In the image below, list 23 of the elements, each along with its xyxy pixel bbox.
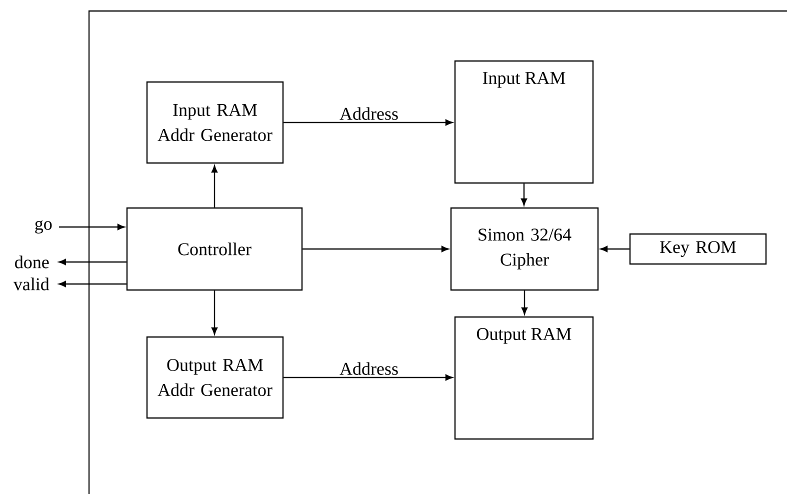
signal-name: done xyxy=(15,256,49,268)
arrow xyxy=(284,374,453,381)
arrow xyxy=(58,280,126,288)
arrow xyxy=(520,184,528,206)
memory-block: Output RAM xyxy=(454,316,594,440)
arrow xyxy=(58,258,126,266)
arrow xyxy=(211,290,218,335)
arrow xyxy=(59,224,125,230)
arrow xyxy=(600,246,630,252)
arrow xyxy=(302,246,449,252)
arrow xyxy=(521,290,528,315)
arrow xyxy=(211,165,218,208)
process-box: Key ROM xyxy=(629,233,767,265)
signal-name: valid xyxy=(13,278,50,290)
edge-label: Address xyxy=(340,362,398,375)
process-box: Controller xyxy=(126,207,303,291)
edge-label: Address xyxy=(340,107,398,120)
arrow xyxy=(284,119,453,126)
process-box: Simon 32/64 Cipher xyxy=(450,207,599,291)
memory-block: Input RAM xyxy=(454,60,594,184)
process-box: Input RAM Addr Generator xyxy=(146,81,284,164)
signal-name: go xyxy=(35,220,52,234)
process-box: Output RAM Addr Generator xyxy=(146,336,284,419)
